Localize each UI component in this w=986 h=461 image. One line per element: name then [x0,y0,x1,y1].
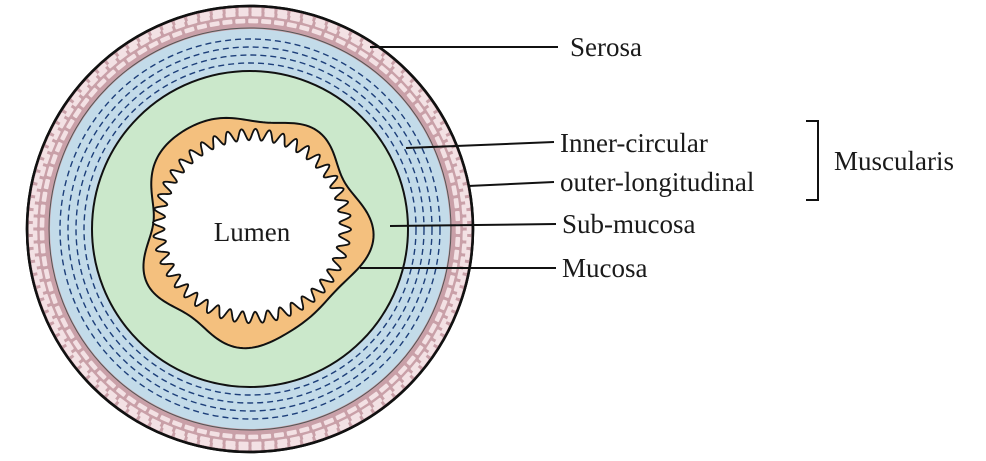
serosa-brick [40,243,46,253]
serosa-brick [264,444,274,449]
inner-circular-label: Inner-circular [560,128,708,158]
serosa-brick [225,444,235,449]
serosa-brick [248,435,258,440]
serosa-brick [238,8,248,13]
serosa-brick [225,8,235,13]
serosa-brick [248,19,258,24]
muscularis-bracket [806,121,818,200]
serosa-brick [235,434,245,439]
serosa-brick [235,19,245,24]
serosa-brick [40,217,45,227]
serosa-brick [29,237,34,247]
outer-longitudinal-leader-line [468,182,554,186]
serosa-brick [238,445,248,450]
muscularis-label: Muscularis [834,146,954,176]
serosa-brick [40,230,45,240]
serosa-brick [466,237,471,247]
serosa-brick [29,211,34,221]
lumen-label: Lumen [214,217,291,247]
serosa-label: Serosa [570,32,642,62]
serosa-brick [261,434,271,439]
serosa-brick [264,8,274,13]
mucosa-label: Mucosa [562,253,647,283]
serosa-brick [29,224,34,234]
serosa-brick [466,211,471,221]
serosa-brick [251,8,261,13]
outer-longitudinal-label: outer-longitudinal [560,167,754,197]
serosa-brick [40,204,46,214]
submucosa-label: Sub-mucosa [562,209,696,239]
serosa-brick [251,445,261,450]
serosa-brick [455,211,460,221]
serosa-brick [455,237,460,247]
serosa-brick [261,19,271,24]
